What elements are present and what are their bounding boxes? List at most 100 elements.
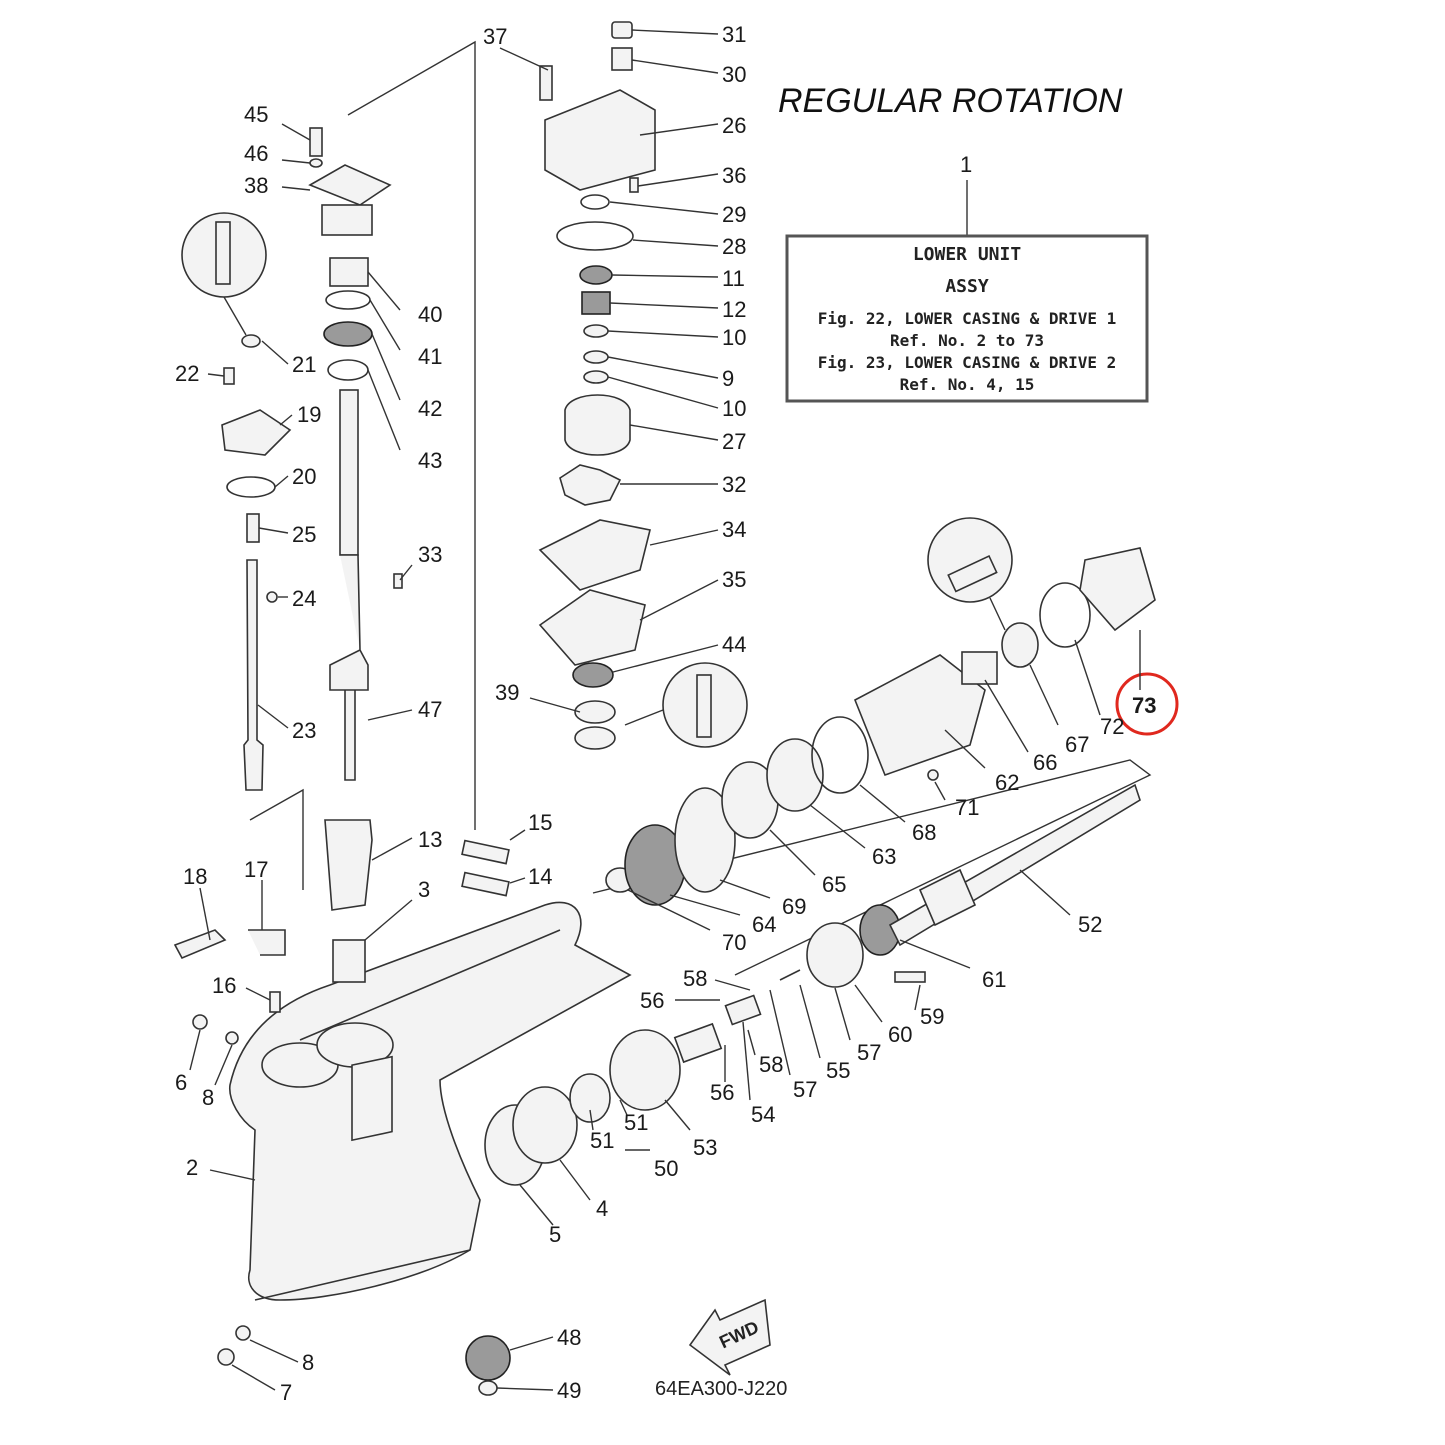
leader-p39 (529, 697, 581, 713)
leader-p55 (799, 984, 821, 1059)
part-3-bearing (332, 939, 366, 983)
part-label-p23: 23 (292, 718, 316, 743)
part-27-insert-cartridge (564, 394, 631, 456)
leader-lines (189, 29, 1141, 1391)
part-49-nut (478, 1380, 498, 1396)
part-label-p13: 13 (418, 827, 442, 852)
part-label-p19: 19 (297, 402, 321, 427)
part-47-upper-shaft (339, 389, 359, 556)
leader-p72 (1074, 639, 1101, 716)
part-label-p53: 53 (693, 1135, 717, 1160)
leader-p58b (747, 1029, 756, 1056)
leader-p49 (496, 1387, 554, 1391)
leader-p2 (209, 1169, 256, 1181)
part-label-p18: 18 (183, 864, 207, 889)
part-30-grommet (611, 47, 633, 71)
part-label-p49: 49 (557, 1378, 581, 1403)
part-40-bearing (329, 257, 369, 287)
leader-p14 (509, 877, 526, 884)
part-label-p37: 37 (483, 24, 507, 49)
leader-p64 (669, 894, 741, 916)
leader-p27 (629, 424, 719, 441)
part-31-nut (611, 21, 633, 39)
casing-skeg-line (254, 1249, 471, 1301)
part-label-p65: 65 (822, 872, 846, 897)
part-67-seal (1001, 622, 1039, 668)
part-label-p12: 12 (722, 297, 746, 322)
part-53-forward-gear (609, 1029, 681, 1111)
part-43-o-ring (327, 359, 369, 381)
part-label-p35: 35 (722, 567, 746, 592)
part-label-p8b: 8 (302, 1350, 314, 1375)
part-28-o-ring (556, 221, 634, 251)
part-55-spring (779, 969, 801, 981)
part-label-p60: 60 (888, 1022, 912, 1047)
part-label-p62: 62 (995, 770, 1019, 795)
part-label-p20: 20 (292, 464, 316, 489)
shift-rod-group-line (249, 788, 304, 890)
leader-p37 (499, 47, 549, 71)
part-label-p14: 14 (528, 864, 552, 889)
part-label-p34: 34 (722, 517, 746, 542)
part-22-bolt (223, 367, 235, 385)
part-33-key (393, 573, 403, 589)
leader-p48 (509, 1336, 554, 1351)
part-label-p4: 4 (596, 1196, 608, 1221)
part-label-p10b: 10 (722, 396, 746, 421)
part-label-p24: 24 (292, 586, 316, 611)
detail-tube-1 (215, 221, 231, 285)
propeller-shaft-group-line (592, 759, 1152, 976)
part-label-p47: 47 (418, 697, 442, 722)
drive-shaft-group-line (347, 40, 476, 830)
part-44-seal (572, 662, 614, 688)
leader-p8a (214, 1044, 233, 1086)
lower-casing-body (229, 901, 632, 1301)
part-25-spring (246, 513, 260, 543)
part-label-p63: 63 (872, 844, 896, 869)
part-45-bolt (309, 127, 323, 157)
part-label-p5: 5 (549, 1222, 561, 1247)
part-label-p28: 28 (722, 234, 746, 259)
leader-p28 (632, 239, 719, 247)
part-11-seal (579, 265, 613, 285)
leader-p68 (859, 784, 906, 823)
part-10a-washer (583, 324, 609, 338)
part-label-p21: 21 (292, 352, 316, 377)
assembly-line-3: Fig. 22, LOWER CASING & DRIVE 1 (818, 309, 1117, 328)
leader-p7 (231, 1364, 276, 1391)
shift-rod-parts (173, 212, 510, 1366)
part-60-clutch (806, 922, 864, 988)
part-label-p32: 32 (722, 472, 746, 497)
part-29-o-ring (580, 194, 610, 210)
leader-p62 (944, 729, 986, 769)
part-label-p43: 43 (418, 448, 442, 473)
part-8b-washer (235, 1325, 251, 1341)
leader-p41 (369, 299, 401, 351)
part-69-shim (674, 787, 736, 893)
part-41-shim (325, 290, 371, 310)
leader-p52 (1019, 869, 1071, 916)
part-label-p67: 67 (1065, 732, 1089, 757)
part-label-p30: 30 (722, 62, 746, 87)
leader-p5 (519, 1184, 554, 1226)
leader-p43 (367, 369, 401, 451)
part-8a-washer (225, 1031, 239, 1045)
assembly-line-2: ASSY (945, 276, 989, 297)
part-51-bearing (569, 1073, 611, 1123)
leader-p36 (637, 173, 719, 187)
part-66-bearing (961, 651, 998, 685)
part-label-p31: 31 (722, 22, 746, 47)
leader-p67 (1029, 664, 1059, 726)
assembly-info-box: 1 LOWER UNIT ASSY Fig. 22, LOWER CASING … (785, 152, 1149, 403)
part-label-p10a: 10 (722, 325, 746, 350)
part-37-bolt (539, 65, 553, 101)
part-label-p52: 52 (1078, 912, 1102, 937)
water-pump-parts (538, 21, 656, 750)
detail-leader-1 (223, 296, 247, 336)
part-21-grommet (241, 334, 261, 348)
grouping-lines (249, 40, 1152, 976)
fwd-arrow-shape (688, 1298, 771, 1376)
leader-p11 (611, 274, 719, 278)
